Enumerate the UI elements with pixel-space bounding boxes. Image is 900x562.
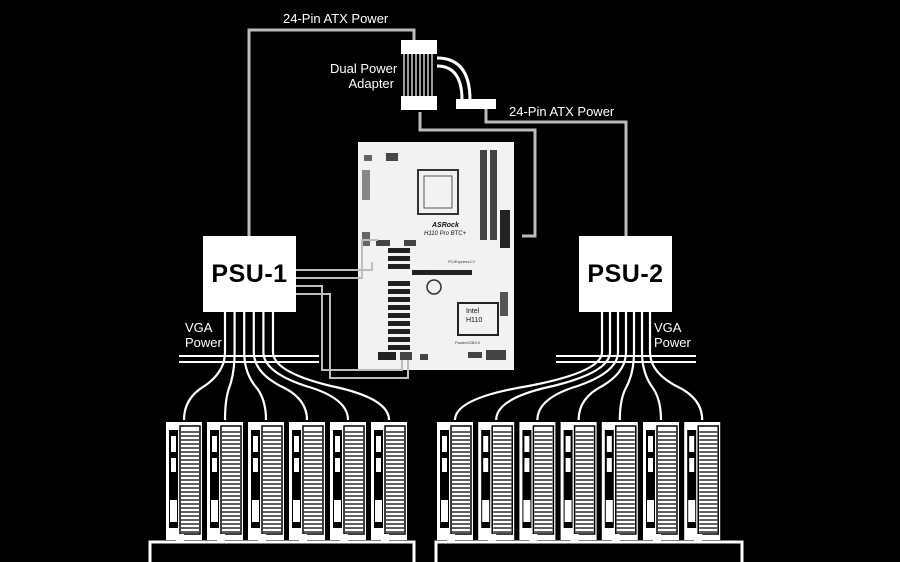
pcie-slot-label: PCIE1 [390, 256, 402, 261]
board-slot-small: PCIExpress3.0 [448, 259, 475, 264]
gpu-card [207, 422, 243, 542]
gpu-card [601, 422, 638, 542]
vga-cable [252, 312, 309, 421]
vga-cable [495, 312, 612, 421]
chipset-label-1: Intel [466, 308, 480, 315]
gpu-card [437, 422, 473, 542]
pcie-slot-label: PCIE2 [414, 270, 426, 275]
dimm-slot-1 [480, 150, 487, 240]
vga-cable [618, 312, 636, 421]
vga-cable [271, 312, 391, 421]
pcie-slot-label: PCIE6 [390, 337, 402, 342]
atx-cable-psu2 [418, 108, 628, 238]
vga-cable [223, 312, 236, 421]
atx-connector [500, 210, 510, 248]
gpu-card [684, 422, 721, 542]
board-model: H110 Pro BTC+ [424, 231, 467, 237]
vga-cable [648, 312, 704, 421]
vga-label-right-1: VGA [654, 320, 682, 335]
atx-label-right: 24-Pin ATX Power [509, 104, 615, 119]
vga-cable [577, 312, 628, 421]
battery [426, 279, 442, 295]
pcie-slot-label: PCIE6_1 [390, 329, 407, 334]
gpu-card [289, 422, 325, 542]
board-brand: ASRock [432, 222, 459, 229]
vga-label-left-1: VGA [185, 320, 213, 335]
gpu-card [519, 422, 556, 542]
dual-power-adapter [401, 40, 496, 110]
vga-label-right-2: Power [654, 335, 691, 350]
pcie-slots [388, 248, 472, 350]
pcie-slot-label: PCIE5 [390, 321, 402, 326]
vga-cable [640, 312, 663, 421]
pcie-slot-label: PCIE3 [390, 289, 402, 294]
adapter-label-2: Adapter [348, 76, 394, 91]
chipset-label-2: H110 [466, 317, 483, 324]
dimm-slot-2 [490, 150, 497, 240]
board-bottom-mark: PowerUSB3.0 [455, 340, 481, 345]
vga-cable [243, 312, 268, 421]
gpu-cards [166, 422, 721, 542]
gpu-card [248, 422, 284, 542]
vga-cable [453, 312, 604, 421]
atx-label-top: 24-Pin ATX Power [283, 11, 389, 26]
pcie-slot-label: PCIE1_1 [390, 248, 407, 253]
gpu-card [166, 422, 202, 542]
psu-2: PSU-2 [579, 236, 672, 312]
pcie-slot-label: PCIE7_1 [390, 345, 407, 350]
motherboard [358, 142, 514, 370]
gpu-card [371, 422, 407, 542]
gpu-card [478, 422, 515, 542]
pcie-slot-label: PCIE5_1 [390, 313, 407, 318]
rig-frame [148, 540, 744, 562]
pcie-slot-label: PCIE4_1 [390, 297, 407, 302]
gpu-card [560, 422, 597, 542]
gpu-card [330, 422, 366, 542]
vga-cable [262, 312, 350, 421]
atx-cable-psu1 [247, 28, 416, 236]
pcie-slot-label: PCIE3_1 [390, 281, 407, 286]
gpu-card [643, 422, 679, 542]
vga-cable [182, 312, 227, 421]
psu-1: PSU-1 [203, 236, 296, 312]
vga-label-left-2: Power [185, 335, 222, 350]
vga-cable [536, 312, 620, 421]
pcie-slot-label: PCIE4 [390, 305, 402, 310]
psu1-board-cables [296, 239, 409, 379]
pcie-slot-label: PCIE2_1 [390, 264, 407, 269]
chipset [457, 302, 499, 336]
cpu-socket [417, 169, 459, 215]
vga-cable-bundles [179, 312, 704, 421]
adapter-label-1: Dual Power [330, 61, 398, 76]
